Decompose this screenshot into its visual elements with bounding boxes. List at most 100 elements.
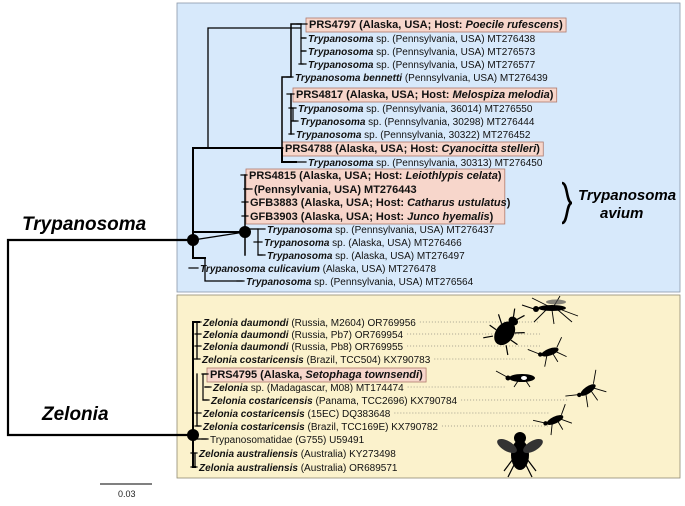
taxon-details: (Australia) KY273498 xyxy=(298,449,396,460)
taxon-genus: Zelonia xyxy=(198,463,237,474)
taxon-label: Zelonia daumondi (Russia, Pb7) OR769954 xyxy=(202,330,404,341)
taxon-label: Zelonia costaricensis (Brazil, TCC169E) … xyxy=(202,422,438,433)
taxon-details: PRS4817 (Alaska, USA; Host: xyxy=(296,89,453,101)
taxon-epithet: costaricensis xyxy=(241,409,305,420)
taxon-label: PRS4788 (Alaska, USA; Host: Cyanocitta s… xyxy=(285,143,540,155)
taxon-details: (Brazil, TCC169E) KX790782 xyxy=(305,422,439,433)
taxon-details: (Alaska, USA) MT276497 xyxy=(349,251,466,262)
taxon-label: PRS4815 (Alaska, USA; Host: Leiothlypis … xyxy=(249,170,502,182)
taxon-details: (Pennsylvania, USA) MT276564 xyxy=(328,277,474,288)
taxon-details: (Pennsylvania, USA) MT276573 xyxy=(390,47,536,58)
taxon-label: Trypanosomatidae (G755) U59491 xyxy=(210,435,365,446)
taxon-genus: Trypanosoma xyxy=(200,264,268,275)
taxon-details: GFB3883 (Alaska, USA; Host: xyxy=(250,197,407,209)
taxon-details: (Russia, Pb7) OR769954 xyxy=(289,330,404,341)
internal-branch xyxy=(207,27,301,149)
taxon-genus: Zelonia xyxy=(201,355,240,366)
taxon-details: (Pennsylvania, 30298) MT276444 xyxy=(382,117,535,128)
internal-branch xyxy=(207,147,297,163)
taxon-genus: Trypanosoma xyxy=(308,158,376,169)
taxon-label: Zelonia sp. (Madagascar, M08) MT174474 xyxy=(212,383,404,394)
taxon-label: GFB3883 (Alaska, USA; Host: Catharus ust… xyxy=(250,197,511,209)
host-species: Setophaga townsendi xyxy=(305,369,420,381)
taxon-details: (Brazil, TCC504) KX790783 xyxy=(304,355,431,366)
taxon-details: (Russia, M2604) OR769956 xyxy=(289,318,417,329)
taxon-label: Trypanosoma sp. (Pennsylvania, 36014) MT… xyxy=(298,104,533,115)
taxon-epithet: sp. xyxy=(376,158,389,169)
taxon-genus: Zelonia xyxy=(202,342,241,353)
taxon-details: PRS4788 (Alaska, USA; Host: xyxy=(285,143,442,155)
alaska-highlight-boxes xyxy=(206,17,567,383)
bug-icon-1 xyxy=(527,336,567,367)
taxon-genus: Zelonia xyxy=(202,422,241,433)
taxon-label: Zelonia costaricensis (15EC) DQ383648 xyxy=(202,409,391,420)
taxon-epithet: sp. xyxy=(364,130,377,141)
taxon-details: PRS4797 (Alaska, USA; Host: xyxy=(309,19,466,31)
zelonia-node xyxy=(187,429,199,441)
taxon-details: (Pennsylvania, USA) MT276443 xyxy=(254,184,417,196)
taxon-labels: PRS4797 (Alaska, USA; Host: Poecile rufe… xyxy=(198,19,563,474)
bug-icon-3 xyxy=(565,369,607,408)
taxon-epithet: sp. xyxy=(332,238,345,249)
taxon-genus: Zelonia xyxy=(202,330,241,341)
taxon-label: Trypanosoma sp. (Pennsylvania, 30298) MT… xyxy=(300,117,535,128)
taxon-details: GFB3903 (Alaska, USA; Host: xyxy=(250,211,407,223)
internal-branch xyxy=(192,231,246,241)
taxon-details: Trypanosomatidae (G755) U59491 xyxy=(210,435,365,446)
taxon-epithet: sp. xyxy=(314,277,327,288)
taxon-label: Trypanosoma sp. (Pennsylvania, 30322) MT… xyxy=(296,130,531,141)
taxon-genus: Trypanosoma xyxy=(267,251,335,262)
taxon-details: (Panama, TCC2696) KX790784 xyxy=(313,396,458,407)
taxon-label: Trypanosoma sp. (Pennsylvania, 30313) MT… xyxy=(308,158,543,169)
taxon-epithet: australiensis xyxy=(237,463,299,474)
internal-branch xyxy=(290,107,297,122)
taxon-epithet: sp. xyxy=(376,34,389,45)
taxon-genus: Trypanosoma xyxy=(308,47,376,58)
taxon-genus: Trypanosoma xyxy=(298,104,366,115)
taxon-epithet: sp. xyxy=(251,383,264,394)
host-species: Melospiza melodia xyxy=(453,89,550,101)
taxon-epithet: costaricensis xyxy=(240,355,304,366)
taxon-details: PRS4815 (Alaska, USA; Host: xyxy=(249,170,406,182)
zelonia-clade-label: Zelonia xyxy=(41,404,109,425)
taxon-genus: Trypanosoma xyxy=(308,34,376,45)
taxon-label: Zelonia costaricensis (Brazil, TCC504) K… xyxy=(201,355,431,366)
taxon-details: (15EC) DQ383648 xyxy=(305,409,391,420)
host-species: Leiothlypis celata xyxy=(406,170,498,182)
taxon-genus: Zelonia xyxy=(212,383,251,394)
taxon-genus: Trypanosoma xyxy=(267,225,335,236)
taxon-epithet: sp. xyxy=(335,225,348,236)
host-close: ) xyxy=(490,211,494,223)
leader-dots xyxy=(394,321,568,427)
tree-branches xyxy=(6,23,308,468)
taxon-details: (Pennsylvania, USA) MT276439 xyxy=(402,73,548,84)
alaska-highlight xyxy=(245,168,506,225)
taxon-details: (Pennsylvania, 30313) MT276450 xyxy=(390,158,543,169)
taxon-epithet: sp. xyxy=(366,104,379,115)
taxon-details: (Alaska, USA) MT276466 xyxy=(346,238,463,249)
taxon-genus: Zelonia xyxy=(198,449,237,460)
host-close: ) xyxy=(419,369,423,381)
taxon-label: Trypanosoma sp. (Pennsylvania, USA) MT27… xyxy=(308,60,536,71)
taxon-details: (Pennsylvania, USA) MT276437 xyxy=(349,225,495,236)
taxon-details: (Pennsylvania, USA) MT276577 xyxy=(390,60,536,71)
taxon-details: (Madagascar, M08) MT174474 xyxy=(264,383,404,394)
taxon-label: Trypanosoma sp. (Alaska, USA) MT276497 xyxy=(267,251,465,262)
host-species: Catharus ustulatus xyxy=(407,197,507,209)
beetle-icon xyxy=(483,308,525,356)
internal-branch xyxy=(202,373,210,401)
mosquito-icon xyxy=(521,295,579,325)
taxon-label: Zelonia australiensis (Australia) OR6895… xyxy=(198,463,398,474)
host-species: Cyanocitta stelleri xyxy=(442,143,538,155)
alaska-highlight xyxy=(305,17,567,33)
host-close: ) xyxy=(498,170,502,182)
host-close: ) xyxy=(550,89,554,101)
taxon-label: Trypanosoma sp. (Pennsylvania, USA) MT27… xyxy=(308,34,536,45)
taxon-epithet: daumondi xyxy=(241,342,289,353)
taxon-label: Trypanosoma culicavium (Alaska, USA) MT2… xyxy=(200,264,436,275)
taxon-label: (Pennsylvania, USA) MT276443 xyxy=(254,184,417,196)
taxon-genus: Zelonia xyxy=(202,318,241,329)
taxon-epithet: australiensis xyxy=(237,449,299,460)
taxon-details: (Alaska, USA) MT276478 xyxy=(320,264,437,275)
